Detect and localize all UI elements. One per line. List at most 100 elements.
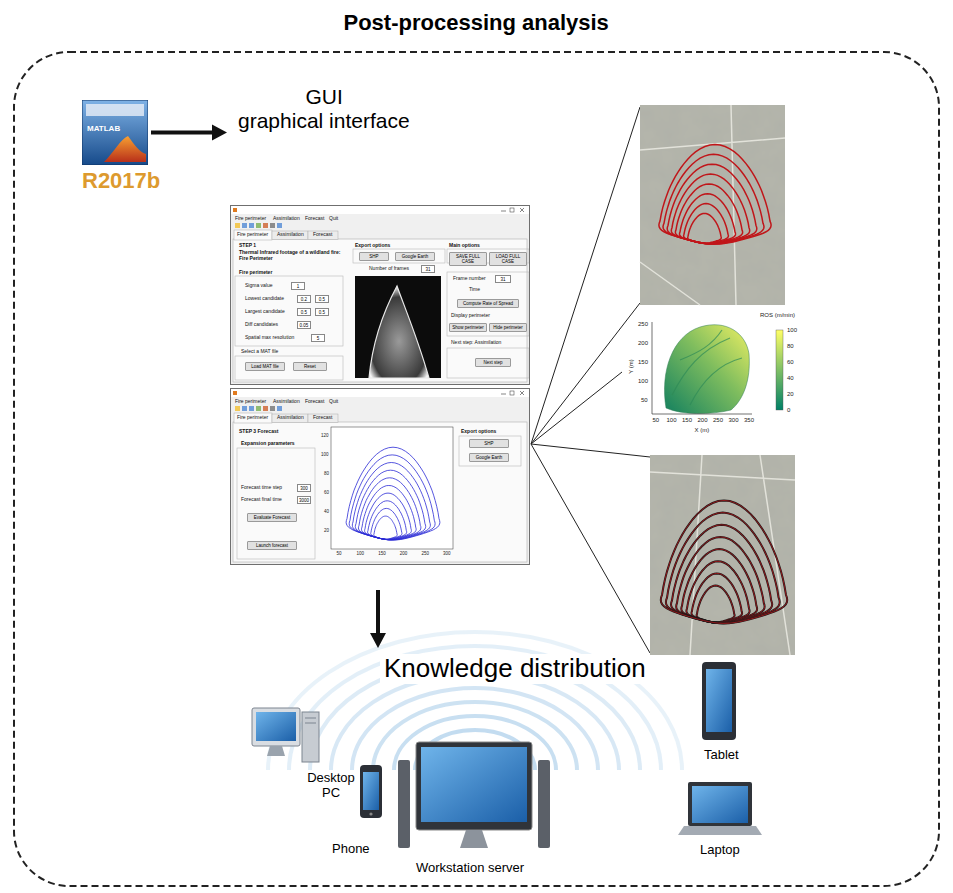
fire-contour (684, 204, 729, 244)
section-heading: Export options (355, 243, 390, 249)
tab-shape (234, 413, 272, 423)
section-heading: STEP 1 (239, 243, 256, 249)
button-label: Load MAT file (245, 362, 285, 371)
dashed-boundary (14, 52, 939, 886)
tablet-body (702, 662, 736, 740)
section-heading: Main options (449, 243, 480, 249)
axis-tick: 300 (443, 551, 451, 556)
tablet-icon (702, 662, 736, 740)
field-label: Largest candidate (245, 309, 285, 315)
field-label: Forecast time step (241, 485, 282, 491)
axis-tick: 200 (698, 417, 708, 424)
axis-tick: 350 (744, 417, 754, 424)
screen (692, 786, 748, 823)
toolbar-icon (270, 406, 275, 411)
menu-item: Quit (329, 216, 338, 222)
menu-item: Forecast (305, 216, 324, 222)
axis-tick: 50 (641, 397, 648, 404)
tab-shape (272, 231, 308, 240)
home-button (369, 812, 372, 815)
field-label: Lowest candidate (245, 296, 284, 302)
fire-contours (661, 501, 787, 624)
section-heading: Fire perimeter (239, 270, 272, 276)
tab-shape (308, 414, 338, 423)
map-texture (650, 455, 795, 655)
field-label: Time (469, 287, 480, 293)
satellite-map (640, 105, 785, 305)
button-label: Compute Rate of Spread (457, 299, 519, 308)
gui-group: GUIgraphical interfaceFire perimeterAssi… (228, 85, 532, 588)
window-chrome (231, 389, 529, 564)
menu-item: Assimilation (273, 216, 300, 222)
fire-contour (661, 501, 787, 624)
button-label: Reset (293, 362, 327, 371)
axis-tick: 80 (787, 343, 794, 350)
forecast-contour (371, 508, 402, 539)
field-label: Frame number (453, 276, 486, 282)
button-label: Hide perimeter (489, 323, 527, 332)
leader-line (531, 444, 650, 457)
ros-surface (664, 325, 749, 414)
button-label: Next step (475, 358, 511, 367)
menu-item: Fire perimeter (235, 399, 266, 405)
heading-text: Knowledge distribution (380, 654, 650, 684)
input-value: 0.5 (315, 308, 329, 316)
toolbar-icon (235, 406, 240, 411)
fire-contour (661, 501, 787, 624)
axis-tick: 40 (787, 375, 794, 382)
plot-axes (652, 322, 752, 414)
group-box (447, 348, 529, 378)
fire-contour (659, 144, 771, 244)
leader-line (531, 372, 622, 444)
minimize-button (501, 394, 506, 395)
toolbar-icon (270, 223, 275, 228)
workstation-icon (398, 742, 550, 848)
diagram-title: Post-processing analysis (344, 10, 609, 35)
colorbar (776, 330, 783, 410)
toolbar-icon (263, 223, 268, 228)
laptop-lid (688, 782, 752, 826)
input-value: 31 (421, 265, 435, 273)
tab-panel (233, 422, 527, 562)
screen (421, 747, 527, 822)
axis-tick: 40 (324, 509, 329, 514)
axis-tick: 100 (667, 417, 677, 424)
input-value: 0.2 (297, 295, 311, 303)
axis-tick: 250 (713, 417, 723, 424)
laptop-base (678, 826, 762, 835)
app-icon (233, 391, 237, 395)
button-label: SHP (469, 439, 509, 448)
icon-band (86, 104, 144, 116)
forecast-contour (374, 516, 397, 539)
section-heading: Expansion parameters (241, 441, 295, 447)
maximize-button (510, 208, 514, 212)
fire-contour (688, 213, 722, 243)
field-label: Display perimeter (451, 313, 490, 319)
menu-item: Quit (329, 399, 338, 405)
axis-tick: X (m) (695, 427, 710, 434)
group-box (447, 272, 529, 336)
phone-icon (360, 765, 382, 818)
device-label: Phone (332, 842, 370, 857)
tower (302, 712, 319, 762)
group-box (235, 276, 343, 346)
button-label: SHP (359, 252, 389, 261)
stand (460, 830, 488, 848)
laptop-icon (678, 782, 762, 835)
app-icon (233, 208, 237, 212)
arrow-head (212, 125, 227, 141)
maximize-button (510, 391, 514, 395)
axis-tick: 60 (787, 359, 794, 366)
axis-tick: 60 (324, 490, 329, 495)
forecast-contour (349, 455, 435, 540)
fire-contour (692, 573, 743, 622)
close-button (520, 208, 524, 212)
fire-contour (692, 573, 743, 622)
title-bar (231, 206, 529, 214)
drive-slot (305, 718, 316, 723)
axis-tick: 0 (787, 407, 790, 414)
axis-tick: 120 (321, 433, 329, 438)
distribution-heading: Knowledge distribution (370, 648, 660, 690)
toolbar-icon (256, 223, 261, 228)
forecast-contour (368, 501, 407, 540)
